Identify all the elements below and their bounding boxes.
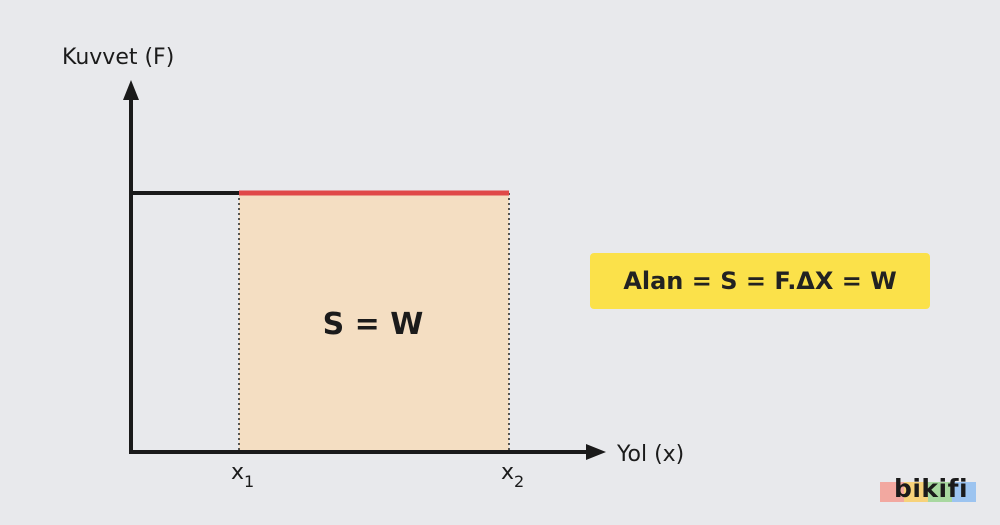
area-label: S = W (323, 307, 424, 342)
x-axis-label: Yol (x) (616, 442, 684, 467)
x-axis-arrow (586, 444, 606, 460)
logo-bar-3 (928, 482, 952, 502)
y-axis-arrow (123, 80, 139, 100)
logo-bar-2 (904, 482, 928, 502)
formula-box: Alan = S = F.ΔX = W (590, 253, 930, 309)
logo-color-bars (880, 482, 976, 502)
logo-bar-1 (880, 482, 904, 502)
logo-text: bikifi (893, 474, 969, 503)
x1-tick-label: x1 (231, 460, 254, 491)
y-axis-label: Kuvvet (F) (62, 45, 174, 70)
bikifi-logo: bikifi (876, 474, 986, 510)
x1-tick-sub: 1 (244, 472, 254, 491)
x2-tick-sub: 2 (514, 472, 524, 491)
work-area (239, 193, 509, 452)
formula-text: Alan = S = F.ΔX = W (623, 267, 897, 295)
x2-tick-main: x (501, 460, 514, 485)
x1-tick-main: x (231, 460, 244, 485)
x2-tick-label: x2 (501, 460, 524, 491)
logo-bar-4 (952, 482, 976, 502)
